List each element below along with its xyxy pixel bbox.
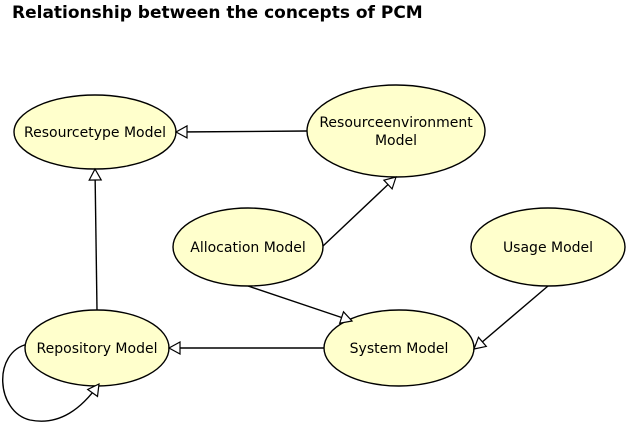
node-repository-label: Repository Model — [37, 341, 158, 357]
edge-usage-to-system — [473, 285, 549, 350]
edge-system-to-repository-arrow-icon — [167, 340, 181, 356]
node-resourceenvironment-label: Resourceenvironment — [319, 115, 473, 131]
node-repository: Repository Model — [24, 309, 170, 387]
node-resourceenvironment-label: Model — [375, 133, 417, 149]
edge-repository-to-repository-arrow-icon — [86, 382, 100, 398]
edge-allocation-to-resourceenvironment-arrow-icon — [382, 176, 397, 191]
edge-allocation-to-resourceenvironment — [322, 176, 397, 247]
edge-allocation-to-system-arrow-icon — [338, 310, 354, 324]
node-usage-shape — [470, 207, 626, 287]
node-usage: Usage Model — [470, 207, 626, 287]
edge-repository-to-repository — [2, 343, 100, 422]
edges-layer — [2, 130, 549, 422]
node-system-label: System Model — [350, 341, 449, 357]
diagram-title: Relationship between the concepts of PCM — [12, 3, 423, 23]
node-allocation-shape — [172, 207, 324, 287]
node-allocation: Allocation Model — [172, 207, 324, 287]
node-resourcetype: Resourcetype Model — [13, 94, 177, 170]
node-usage-label: Usage Model — [503, 240, 593, 256]
node-resourcetype-label: Resourcetype Model — [24, 125, 166, 141]
nodes-layer: Resourcetype Model ResourceenvironmentMod… — [13, 84, 626, 387]
edge-resourceenvironment-to-resourcetype-arrow-icon — [174, 124, 188, 139]
edge-allocation-to-system — [247, 285, 353, 322]
node-allocation-label: Allocation Model — [190, 240, 306, 256]
edge-usage-to-system-arrow-icon — [473, 336, 488, 350]
edge-repository-to-resourcetype-arrow-icon — [88, 167, 103, 181]
node-resourceenvironment-shape — [306, 84, 486, 178]
arrows-layer — [86, 124, 488, 398]
edge-resourceenvironment-to-resourcetype — [175, 130, 308, 133]
edge-repository-to-resourcetype — [94, 168, 98, 311]
